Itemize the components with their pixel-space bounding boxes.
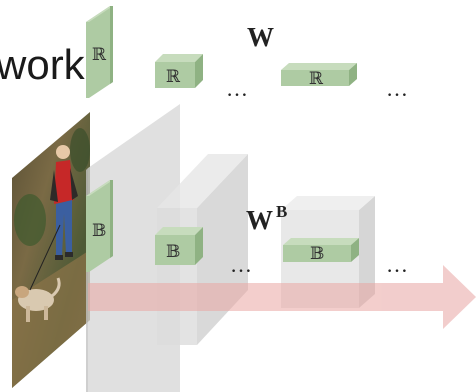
binary-symbol-2: 𝔹	[166, 242, 180, 262]
ellipsis-top-1: …	[226, 76, 251, 101]
input-photo	[12, 112, 90, 388]
person-figure	[50, 145, 78, 260]
binary-weight-label-base: W	[246, 205, 273, 235]
binary-weight-block-3: 𝔹	[283, 238, 359, 264]
binary-symbol-3: 𝔹	[310, 244, 324, 264]
binary-symbol-1: 𝔹	[92, 221, 106, 241]
forward-arrow	[88, 265, 476, 329]
real-symbol-2: ℝ	[166, 67, 181, 87]
real-weight-block-1: ℝ	[86, 6, 113, 98]
heading-text: work	[0, 41, 86, 88]
ellipsis-bottom-2: …	[386, 252, 411, 277]
binary-weight-block-1: 𝔹	[86, 180, 113, 272]
ellipsis-bottom-1: …	[230, 252, 255, 277]
real-symbol-3: ℝ	[309, 69, 324, 89]
real-symbol-1: ℝ	[92, 45, 107, 65]
binary-weight-label-superscript: B	[276, 202, 287, 221]
real-weight-label: W	[247, 22, 274, 52]
dog-figure	[15, 224, 61, 322]
real-weight-block-2: ℝ	[155, 54, 203, 88]
binary-weight-label: W B	[246, 202, 287, 235]
ellipsis-top-2: …	[386, 76, 411, 101]
binary-weight-block-2: 𝔹	[155, 227, 203, 265]
real-weight-block-3: ℝ	[281, 63, 357, 89]
